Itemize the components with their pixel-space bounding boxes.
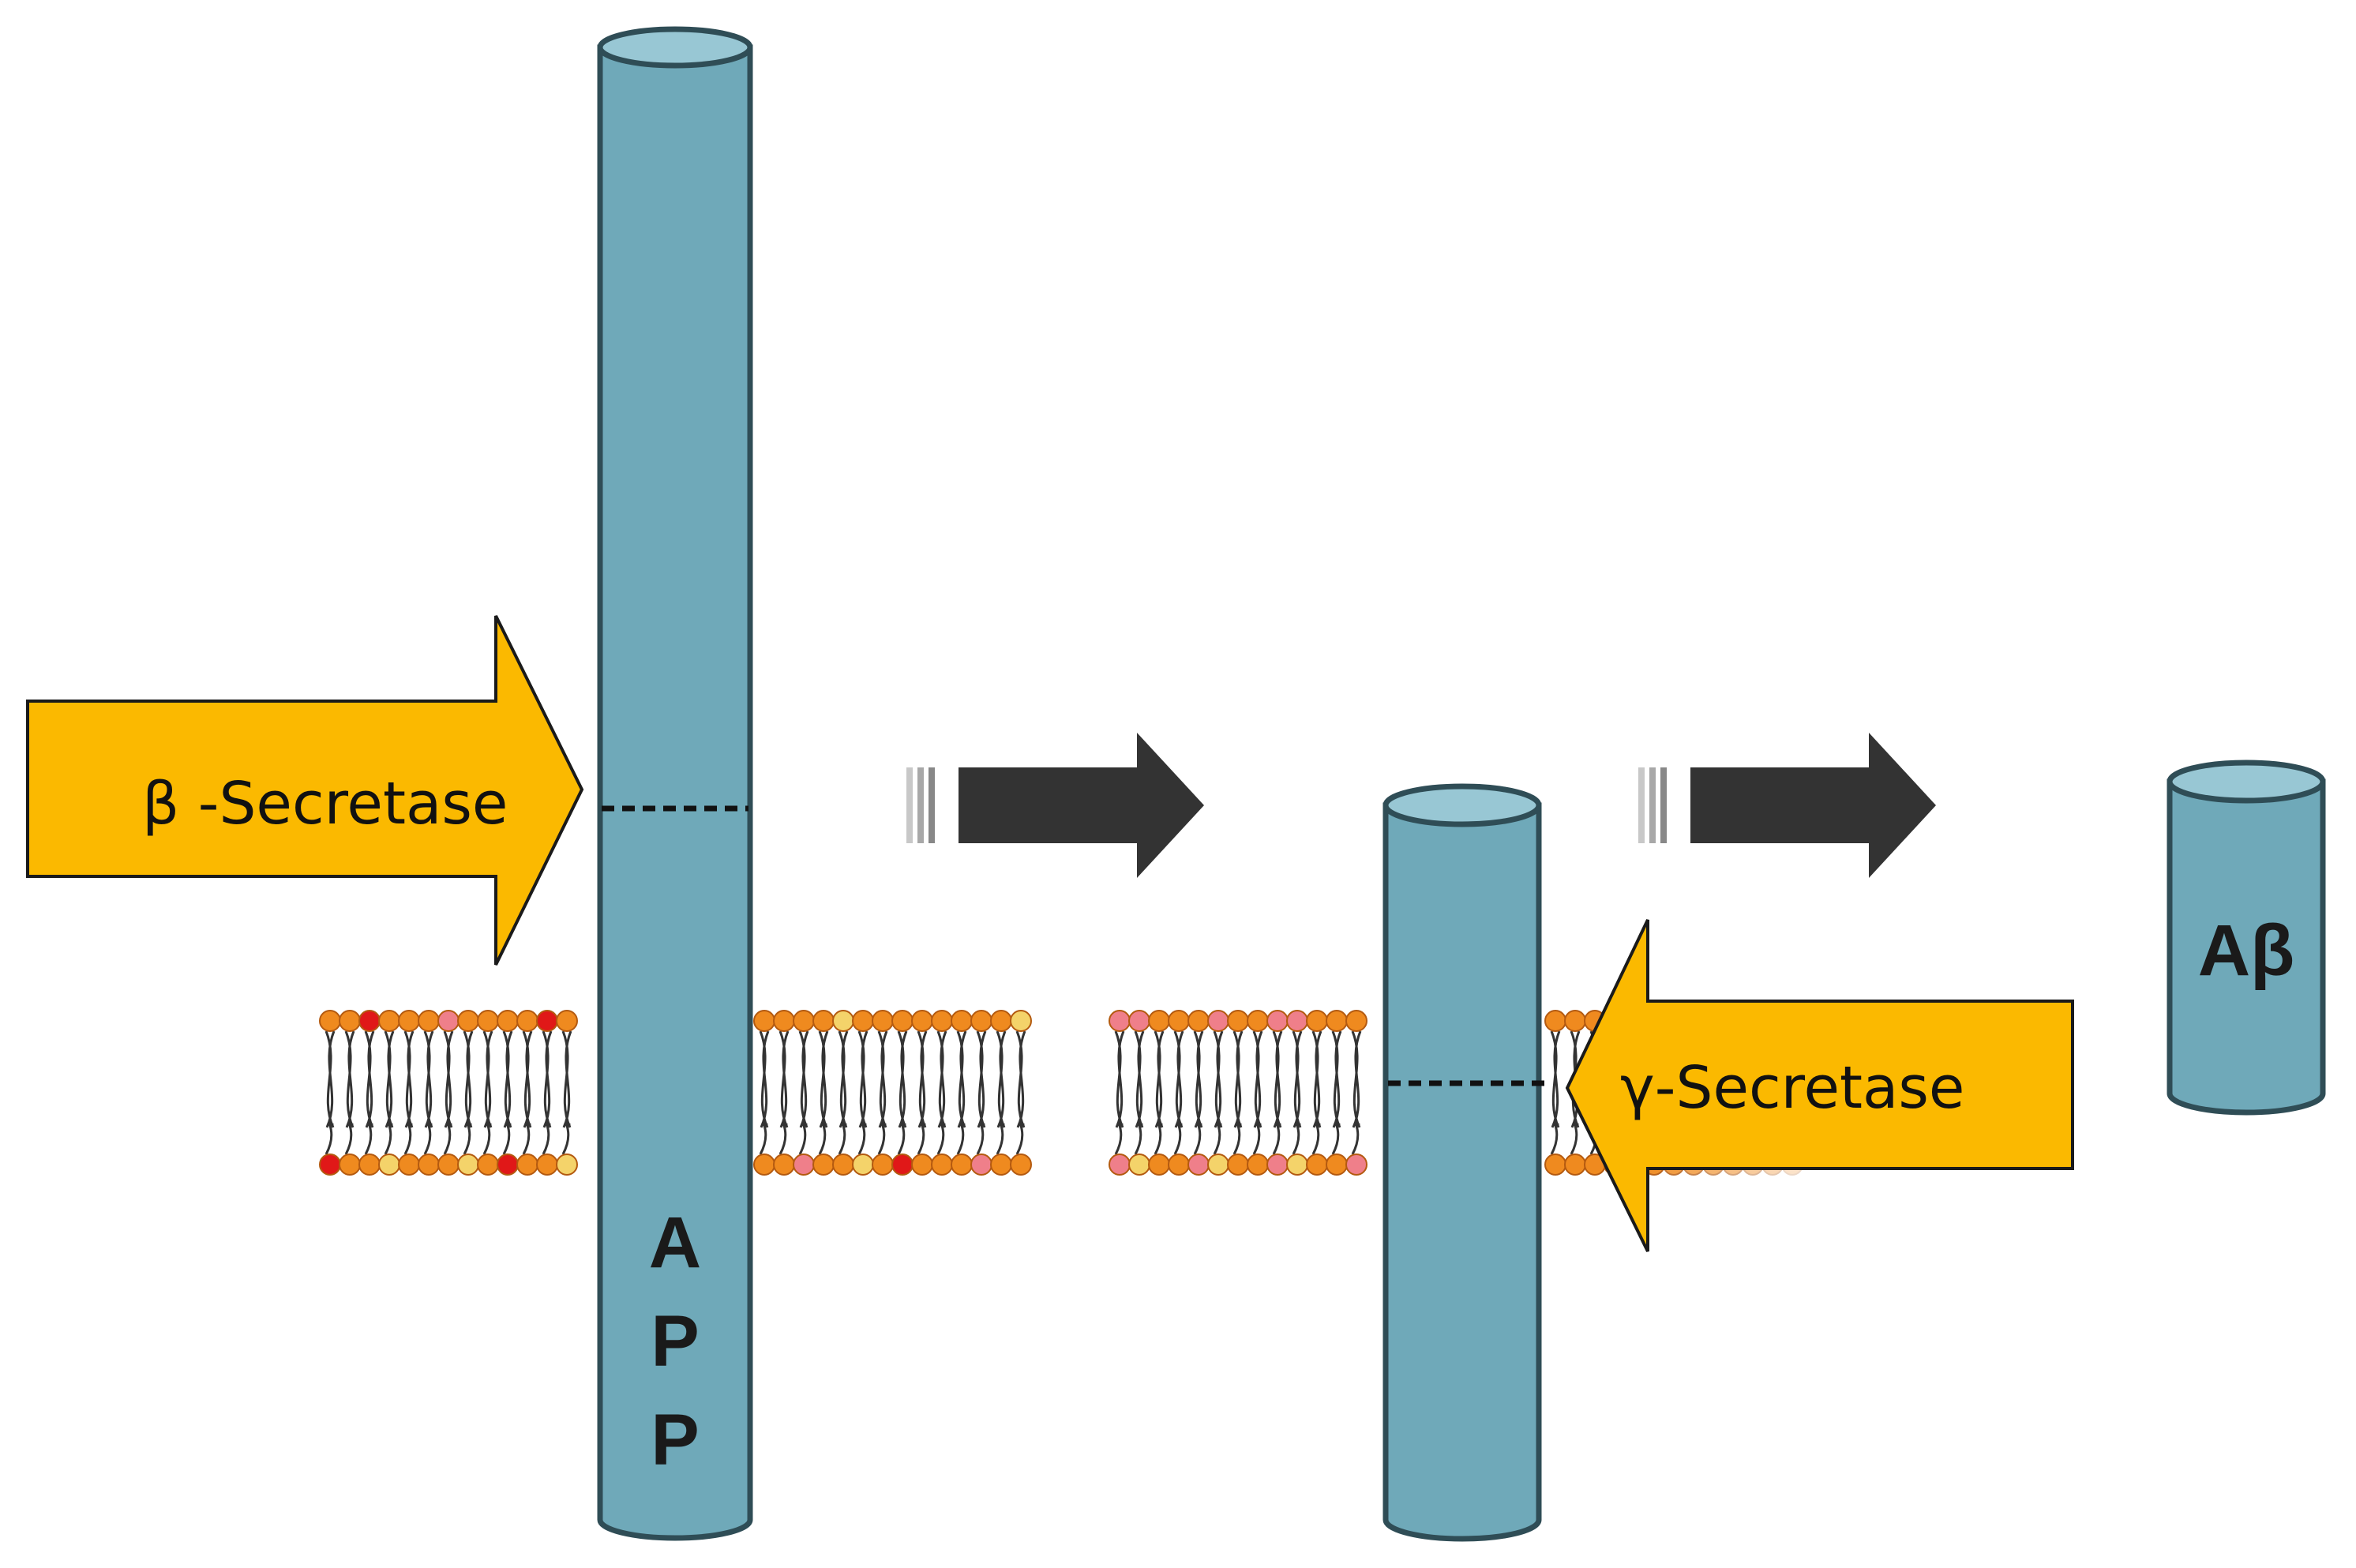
gamma-secretase-arrow: γ-Secretase (1565, 919, 2074, 1252)
fragment-cylinder-top (1382, 783, 1542, 827)
membrane-left (319, 1010, 1032, 1176)
beta-secretase-label: β -Secretase (142, 770, 508, 838)
beta-secretase-arrow: β -Secretase (26, 615, 584, 966)
fragment-cylinder-body (1382, 802, 1542, 1542)
arrow-left-icon (1565, 919, 2074, 1252)
app-label-letter-3: P (651, 1400, 699, 1480)
app-label-letter-2: P (651, 1301, 699, 1382)
arrow-right-icon (959, 733, 1204, 878)
app-label-letter-1: A (649, 1202, 701, 1283)
arrow-right-icon (1690, 733, 1936, 878)
process-arrow-1 (906, 733, 1204, 878)
app-cylinder-body (597, 44, 753, 1541)
process-arrow-2 (1638, 733, 1936, 878)
app-cylinder-top (597, 26, 753, 69)
app-cylinder: A P P (597, 26, 753, 1541)
abeta-cylinder-top (2167, 760, 2326, 804)
gamma-secretase-label: γ-Secretase (1620, 1054, 1964, 1122)
arrow-right-icon (26, 615, 584, 966)
abeta-cylinder-body (2167, 778, 2326, 1116)
c-terminal-fragment-cylinder (1382, 783, 1546, 1542)
abeta-label: Aβ (2198, 910, 2295, 991)
abeta-cylinder: Aβ (2167, 760, 2326, 1116)
